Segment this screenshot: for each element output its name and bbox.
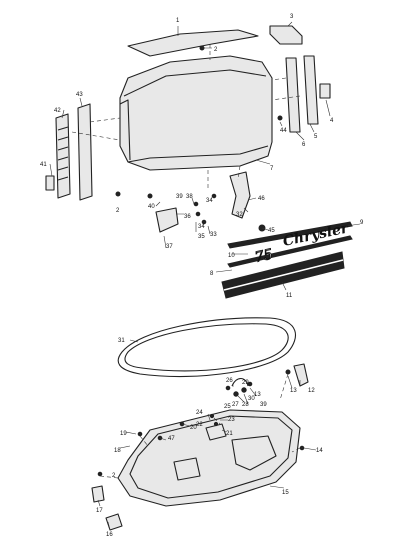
callout-26: 26	[226, 378, 233, 384]
callout-9: 9	[360, 220, 364, 226]
callout-18: 18	[114, 448, 121, 454]
callout-22: 22	[196, 422, 203, 428]
upper-fasteners	[115, 45, 283, 232]
callout-13-lower: 13	[254, 392, 261, 398]
callout-14: 14	[316, 448, 323, 454]
lower-fasteners	[97, 369, 305, 477]
callout-6: 6	[302, 142, 306, 148]
callout-34-upper: 34	[206, 198, 213, 204]
lower-pan-interior-detail	[173, 435, 277, 481]
left-vent-grille	[55, 113, 71, 199]
pan-grommet-part	[105, 513, 123, 531]
cover-top-trim	[127, 29, 259, 57]
callout-12: 12	[308, 388, 315, 394]
callout-40: 40	[148, 204, 155, 210]
rear-hook-part	[293, 363, 309, 387]
callout-labels: 1 2 3 4 5 6 7 8 9 10 11 12 13 14 15 16 1…	[40, 14, 364, 538]
right-side-rail	[303, 55, 319, 125]
callout-39: 39	[260, 402, 267, 408]
callout-11: 11	[286, 293, 293, 299]
callout-30: 30	[248, 396, 255, 402]
decal-stripe-thin-top	[227, 221, 353, 249]
cover-seal-gasket	[117, 317, 296, 378]
callout-7: 7	[270, 166, 274, 172]
callout-23: 23	[228, 417, 235, 423]
right-side-bracket	[285, 57, 301, 133]
callout-4: 4	[330, 118, 334, 124]
callout-3: 3	[290, 14, 294, 20]
callout-15: 15	[282, 490, 289, 496]
callout-46: 46	[258, 196, 265, 202]
front-latch-bracket	[229, 171, 251, 219]
callout-2-top: 2	[214, 47, 218, 53]
callout-31: 31	[118, 338, 125, 344]
callout-21: 21	[226, 431, 233, 437]
left-vent-slots	[57, 126, 69, 181]
callout-37: 37	[166, 244, 173, 250]
left-side-rail	[77, 103, 93, 201]
callout-29: 29	[242, 380, 249, 386]
decal-horsepower-numeral: 75	[254, 247, 275, 266]
callout-17: 17	[96, 508, 103, 514]
callout-42: 42	[54, 108, 61, 114]
callout-35: 35	[198, 234, 205, 240]
callout-5: 5	[314, 134, 318, 140]
pan-clip-part	[91, 485, 105, 503]
latch-spring-part	[231, 377, 249, 387]
callout-36: 36	[184, 214, 191, 220]
callout-19: 19	[120, 431, 127, 437]
rear-latch-part	[269, 25, 303, 45]
callout-20: 20	[190, 425, 197, 431]
callout-38: 38	[186, 194, 193, 200]
callout-13-rear: 13	[290, 388, 297, 394]
upper-cover-seam	[119, 99, 131, 161]
callout-41: 41	[40, 162, 47, 168]
callout-25: 25	[224, 404, 231, 410]
callout-45: 45	[268, 228, 275, 234]
decal-stripe-gap	[223, 259, 344, 291]
callout-16: 16	[106, 532, 113, 538]
exploded-view-lines-lower	[99, 373, 301, 479]
cover-seal-gasket-inner	[124, 323, 289, 372]
callout-10: 10	[228, 253, 235, 259]
lower-motor-pan	[117, 409, 301, 507]
small-plate-part	[319, 83, 331, 99]
decal-stripe-thin-under-logo	[227, 235, 353, 268]
latch-lever-part	[155, 207, 179, 233]
lower-pan-rim	[129, 415, 293, 499]
callout-44: 44	[280, 128, 287, 134]
callout-27: 27	[232, 402, 239, 408]
callout-1: 1	[176, 18, 180, 24]
callout-33: 33	[210, 232, 217, 238]
callout-32: 32	[236, 212, 243, 218]
exploded-view-lines-upper	[71, 44, 301, 190]
callout-47: 47	[168, 436, 175, 442]
upper-cover-ridge	[123, 69, 267, 97]
callout-2-left: 2	[116, 208, 120, 214]
callout-leaders	[49, 21, 361, 531]
callout-39-upper: 39	[176, 194, 183, 200]
callout-24: 24	[196, 410, 203, 416]
upper-cover-lower-edge	[127, 145, 269, 163]
left-clip-part	[45, 175, 55, 191]
callout-34-lower: 34	[198, 224, 205, 230]
callout-43: 43	[76, 92, 83, 98]
callout-2-bottom: 2	[112, 473, 116, 479]
callout-8: 8	[210, 271, 214, 277]
callout-28: 28	[242, 402, 249, 408]
